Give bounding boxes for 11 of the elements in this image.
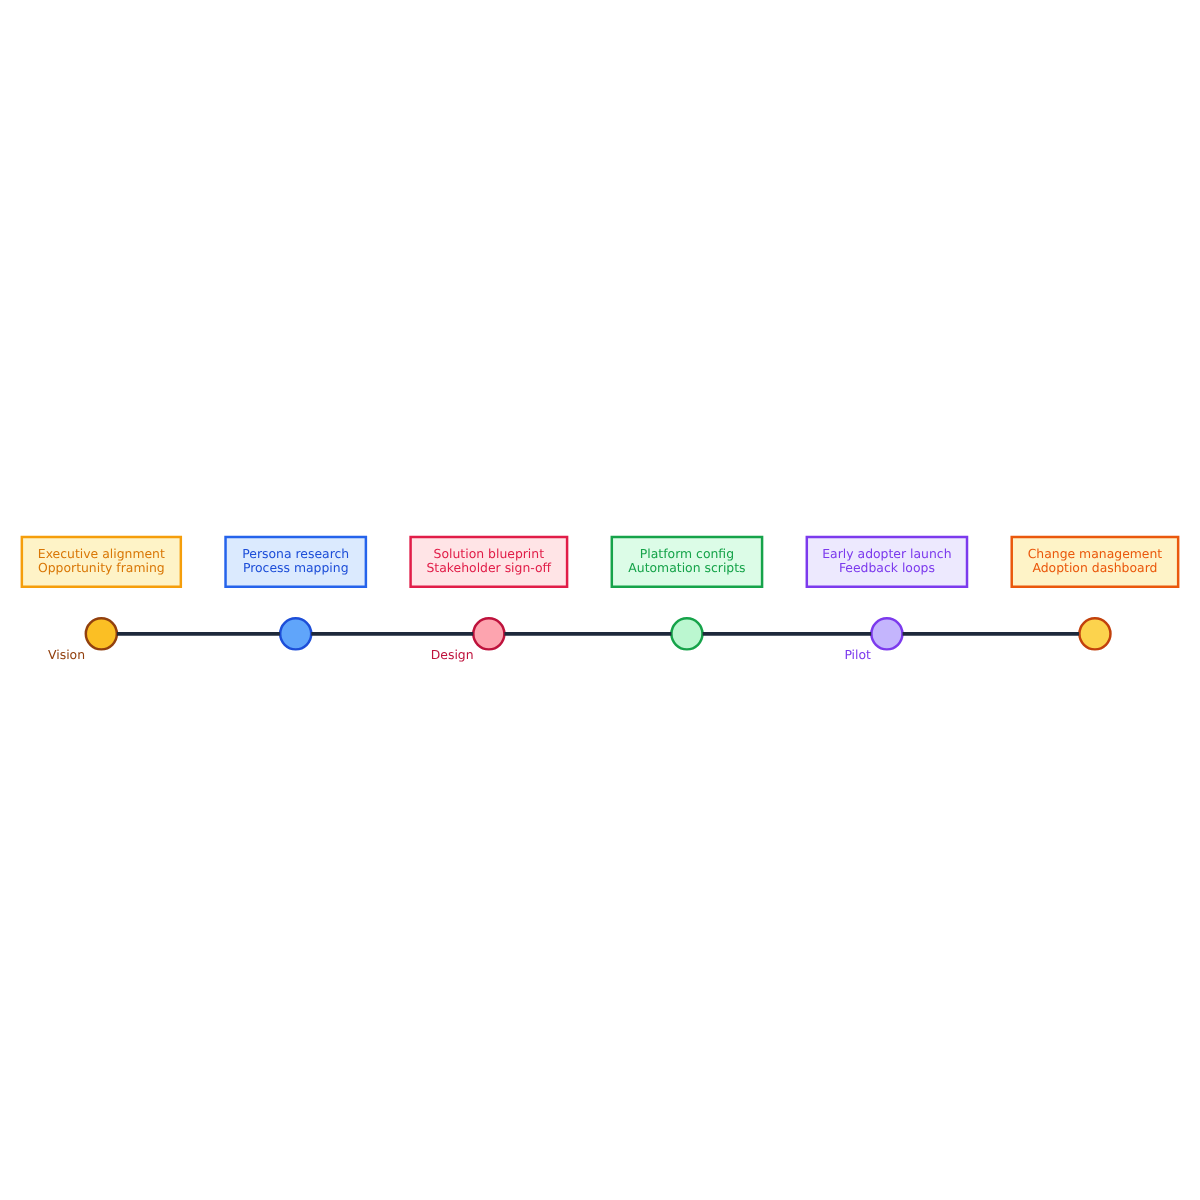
connector	[117, 631, 280, 636]
node-circle	[472, 617, 506, 651]
node-circle	[1078, 617, 1112, 651]
connector	[902, 631, 1079, 636]
connector	[311, 631, 474, 636]
node-circle	[670, 617, 704, 651]
node-circle	[870, 617, 904, 651]
node-circle	[84, 617, 119, 651]
node-circle	[278, 617, 313, 651]
connector	[702, 631, 872, 636]
connector	[504, 631, 672, 636]
